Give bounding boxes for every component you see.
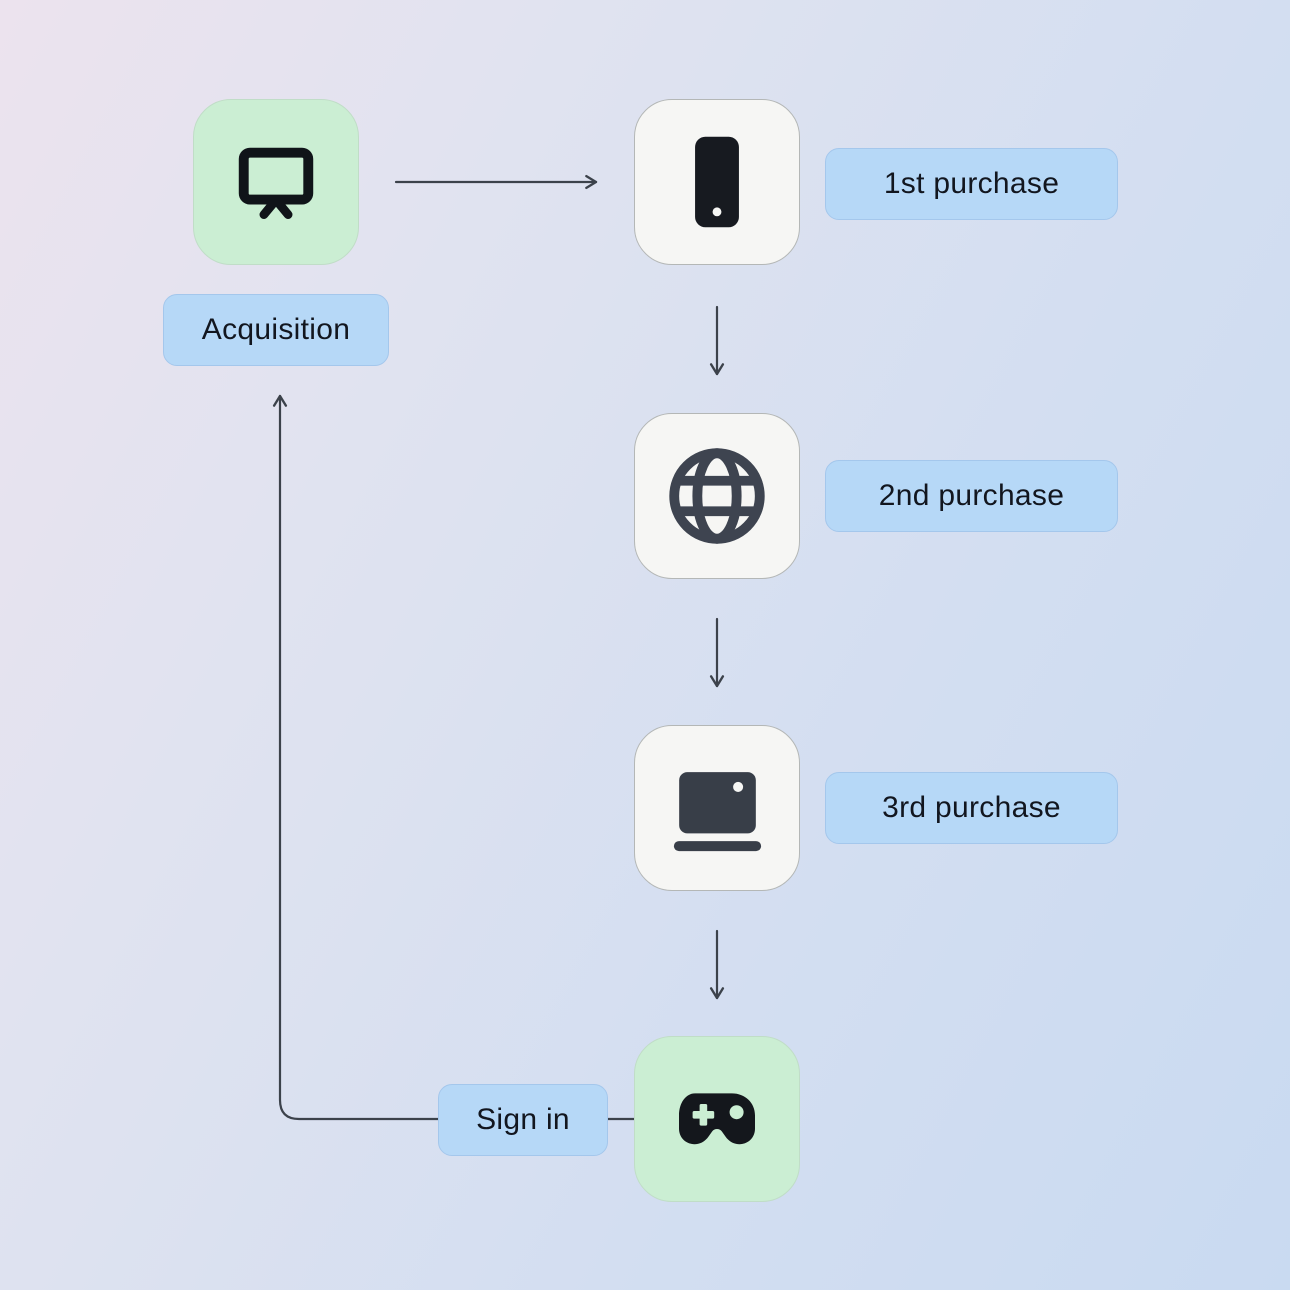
label-second-purchase: 2nd purchase — [825, 460, 1118, 532]
node-purchase-2 — [634, 413, 800, 579]
node-purchase-3 — [634, 725, 800, 891]
node-game — [634, 1036, 800, 1202]
node-acquisition — [193, 99, 359, 265]
node-purchase-1 — [634, 99, 800, 265]
edge-game-to-acquisition — [272, 394, 636, 1121]
laptop-icon — [673, 771, 761, 851]
gamepad-icon — [679, 1093, 755, 1145]
label-sign-in: Sign in — [438, 1084, 608, 1156]
label-acquisition: Acquisition — [163, 294, 389, 366]
globe-icon — [669, 448, 765, 544]
presentation-icon — [238, 147, 314, 220]
label-first-purchase: 1st purchase — [825, 148, 1118, 220]
smartphone-icon — [695, 136, 739, 228]
label-third-purchase: 3rd purchase — [825, 772, 1118, 844]
